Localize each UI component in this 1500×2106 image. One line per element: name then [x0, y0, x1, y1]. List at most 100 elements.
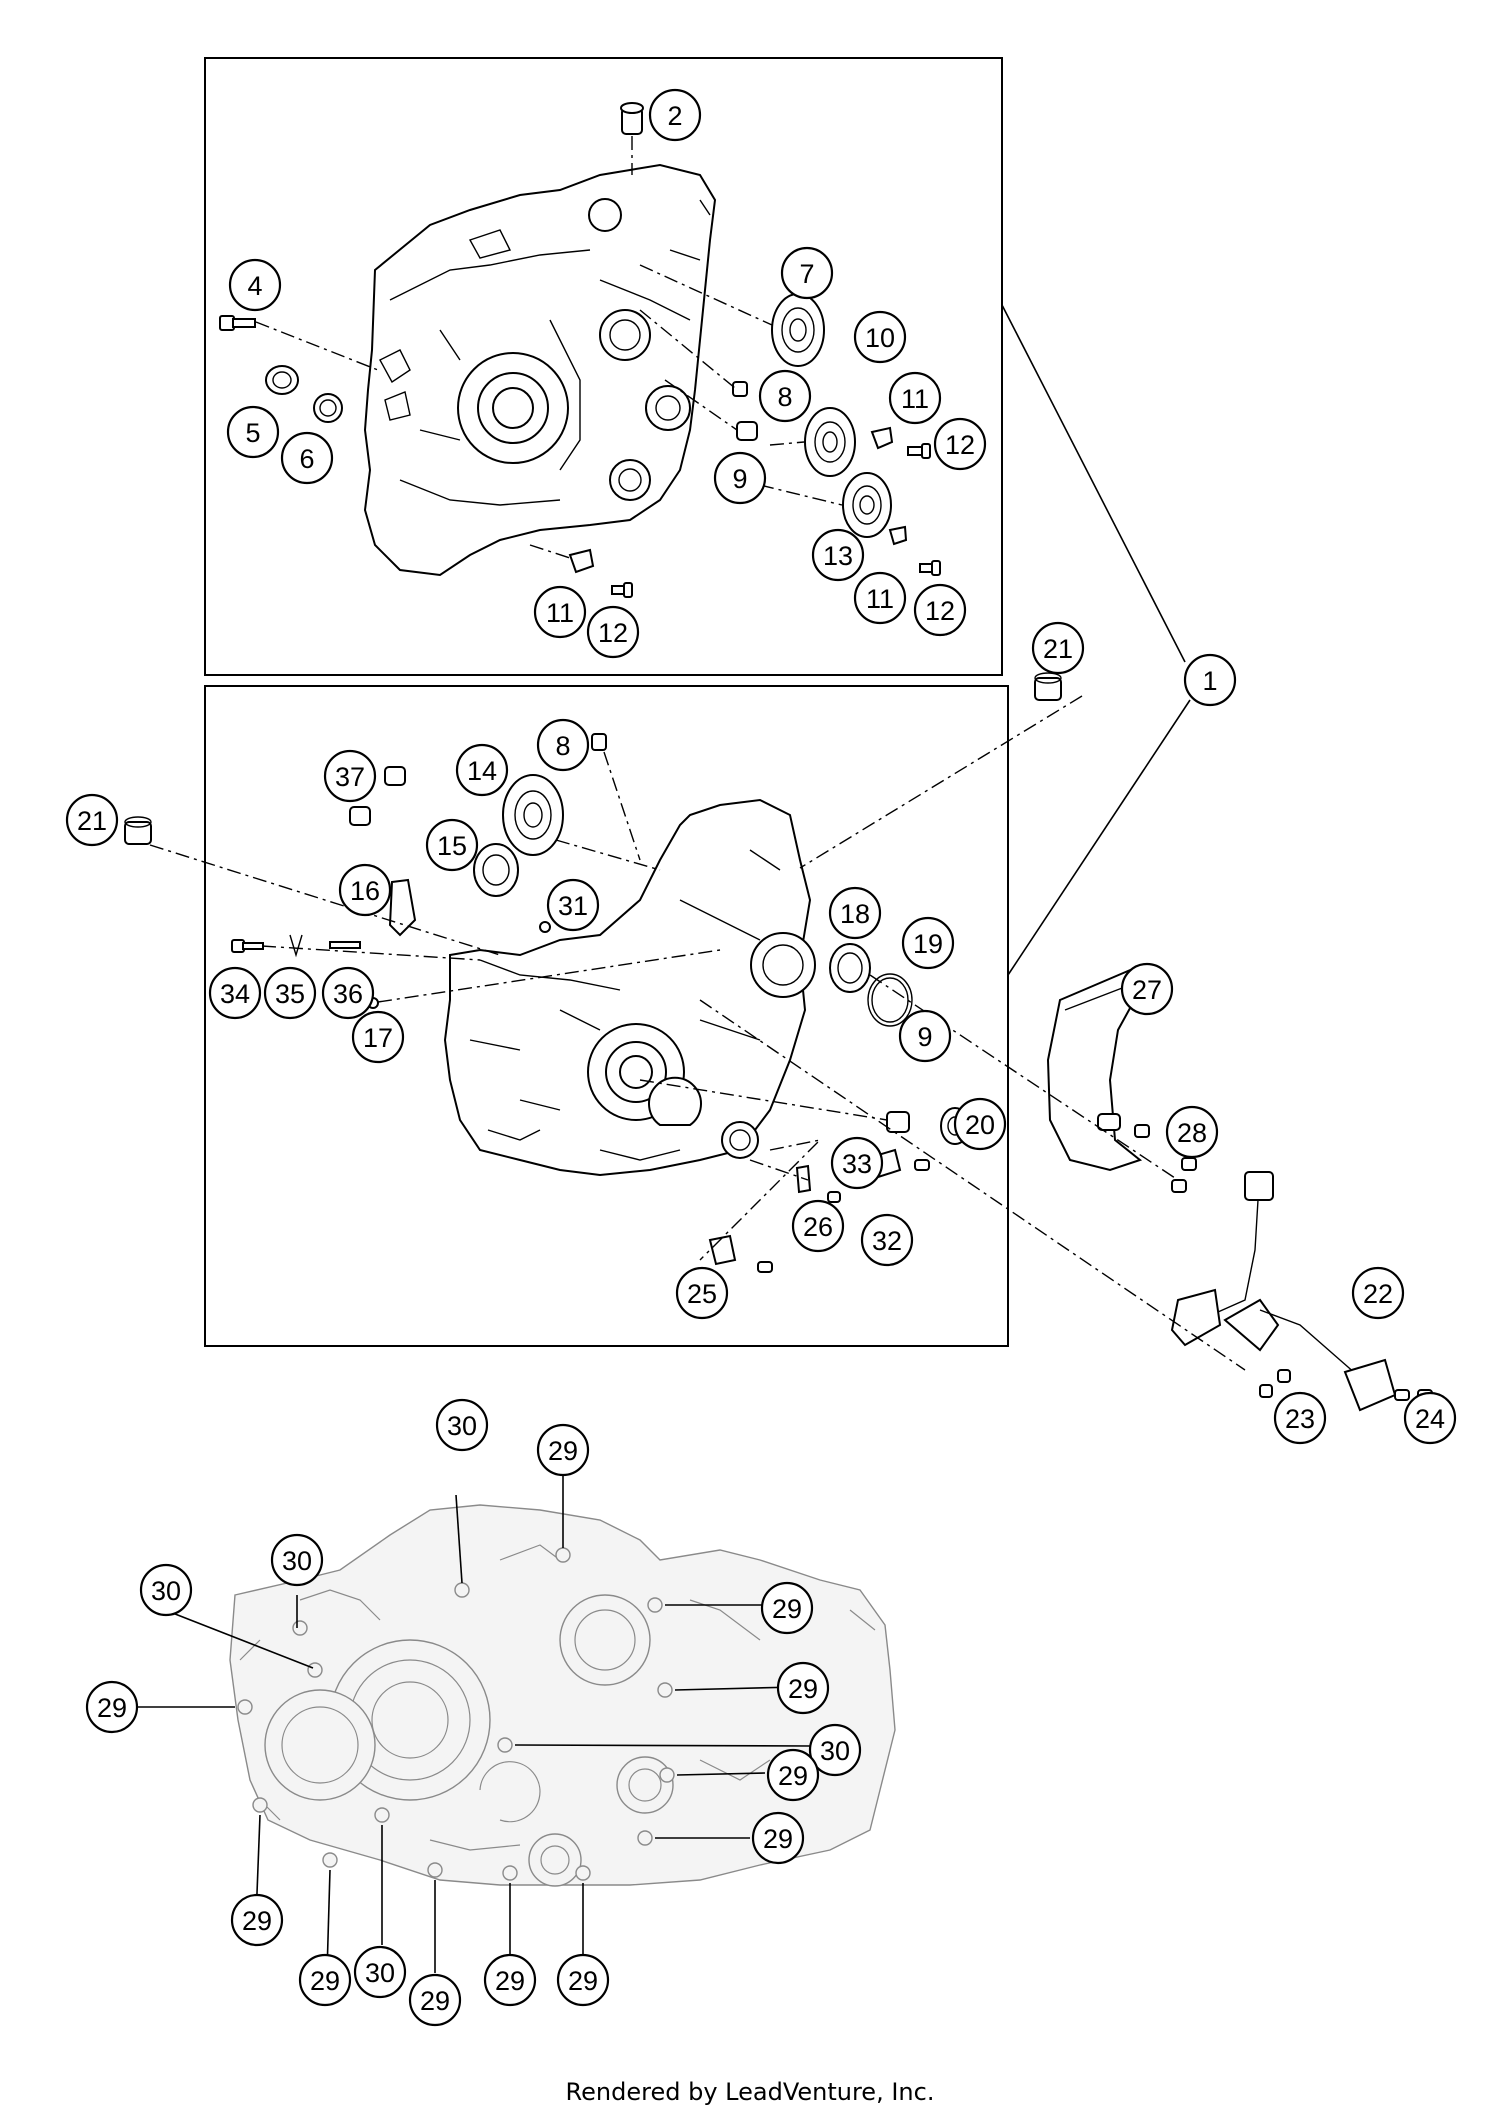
callout-21: 21 — [65, 793, 119, 847]
callout-circle — [230, 1893, 284, 1947]
callout-number: 32 — [872, 1226, 902, 1256]
callout-30: 30 — [353, 1945, 407, 1999]
callout-number: 1 — [1202, 666, 1217, 696]
callout-circle — [648, 88, 702, 142]
callout-number: 12 — [925, 596, 955, 626]
callout-35: 35 — [263, 966, 317, 1020]
callout-circle — [860, 1213, 914, 1267]
callout-10: 10 — [853, 310, 907, 364]
callout-circle — [776, 1661, 830, 1715]
callout-number: 2 — [667, 101, 682, 131]
callout-number: 22 — [1363, 1279, 1393, 1309]
callout-number: 29 — [763, 1824, 793, 1854]
callout-7: 7 — [780, 246, 834, 300]
callout-number: 36 — [333, 979, 363, 1009]
callout-number: 30 — [447, 1411, 477, 1441]
upper-crankcase-frame — [204, 57, 1003, 676]
callout-number: 33 — [842, 1149, 872, 1179]
callout-number: 29 — [548, 1436, 578, 1466]
callout-number: 12 — [945, 430, 975, 460]
callout-8: 8 — [758, 369, 812, 423]
callout-29: 29 — [556, 1953, 610, 2007]
callout-17: 17 — [351, 1010, 405, 1064]
callout-circle — [408, 1973, 462, 2027]
callout-29: 29 — [766, 1748, 820, 1802]
callout-27: 27 — [1120, 962, 1174, 1016]
callout-number: 5 — [245, 418, 260, 448]
callout-14: 14 — [455, 743, 509, 797]
callout-33: 33 — [830, 1136, 884, 1190]
left-crankcase-half — [363, 163, 717, 577]
callout-circle — [713, 451, 767, 505]
callout-18: 18 — [828, 886, 882, 940]
upper-dash-lines — [255, 136, 843, 559]
callout-circle — [780, 246, 834, 300]
callout-number: 29 — [772, 1594, 802, 1624]
callout-circle — [1273, 1391, 1327, 1445]
callout-number: 31 — [558, 891, 588, 921]
callout-number: 30 — [365, 1958, 395, 1988]
callout-number: 25 — [687, 1279, 717, 1309]
callout-28: 28 — [1165, 1105, 1219, 1159]
callout-number: 21 — [1043, 634, 1073, 664]
callout-circle — [323, 749, 377, 803]
callout-circle — [830, 1136, 884, 1190]
callout-11: 11 — [853, 571, 907, 625]
right-crankcase-half — [443, 798, 816, 1177]
callout-circle — [353, 1945, 407, 1999]
callout-30: 30 — [808, 1723, 862, 1777]
callout-number: 21 — [77, 806, 107, 836]
callout-circle — [1165, 1105, 1219, 1159]
callout-1: 1 — [1183, 653, 1237, 707]
callout-circle — [65, 793, 119, 847]
callout-number: 34 — [220, 979, 250, 1009]
callout-circle — [455, 743, 509, 797]
callout-2: 2 — [648, 88, 702, 142]
callout-number: 29 — [97, 1693, 127, 1723]
callout-number: 30 — [151, 1576, 181, 1606]
callout-number: 4 — [247, 271, 262, 301]
callout-29: 29 — [408, 1973, 462, 2027]
callout-4: 4 — [228, 258, 282, 312]
leader-lines — [103, 304, 1191, 1974]
callout-number: 29 — [310, 1966, 340, 1996]
callout-number: 9 — [732, 464, 747, 494]
callout-number: 29 — [420, 1986, 450, 2016]
callout-number: 29 — [495, 1966, 525, 1996]
callout-circle — [1183, 653, 1237, 707]
callout-31: 31 — [546, 878, 600, 932]
callout-circle — [953, 1097, 1007, 1151]
callout-circle — [766, 1748, 820, 1802]
callout-number: 20 — [965, 1110, 995, 1140]
callout-30: 30 — [270, 1533, 324, 1587]
callout-5: 5 — [226, 405, 280, 459]
callout-number: 11 — [901, 384, 929, 414]
callout-circle — [226, 405, 280, 459]
callout-29: 29 — [483, 1953, 537, 2007]
callout-number: 29 — [788, 1674, 818, 1704]
callout-number: 15 — [437, 831, 467, 861]
callout-30: 30 — [435, 1398, 489, 1452]
callout-20: 20 — [953, 1097, 1007, 1151]
callout-circle — [901, 916, 955, 970]
crankcase-bolt-view — [229, 1504, 896, 1887]
callout-16: 16 — [338, 863, 392, 917]
callout-12: 12 — [913, 583, 967, 637]
callout-circle — [1403, 1391, 1457, 1445]
callout-number: 24 — [1415, 1404, 1445, 1434]
callout-29: 29 — [751, 1811, 805, 1865]
callout-circle — [913, 583, 967, 637]
callout-circle — [791, 1199, 845, 1253]
callout-13: 13 — [811, 528, 865, 582]
callout-circle — [321, 966, 375, 1020]
callout-9: 9 — [713, 451, 767, 505]
callout-circle — [758, 369, 812, 423]
upper-parts — [219, 102, 941, 598]
callout-15: 15 — [425, 818, 479, 872]
callout-number: 12 — [598, 618, 628, 648]
callout-9: 9 — [898, 1009, 952, 1063]
callout-number: 7 — [799, 259, 814, 289]
callout-number: 19 — [913, 929, 943, 959]
callout-25: 25 — [675, 1266, 729, 1320]
callout-number: 23 — [1285, 1404, 1315, 1434]
